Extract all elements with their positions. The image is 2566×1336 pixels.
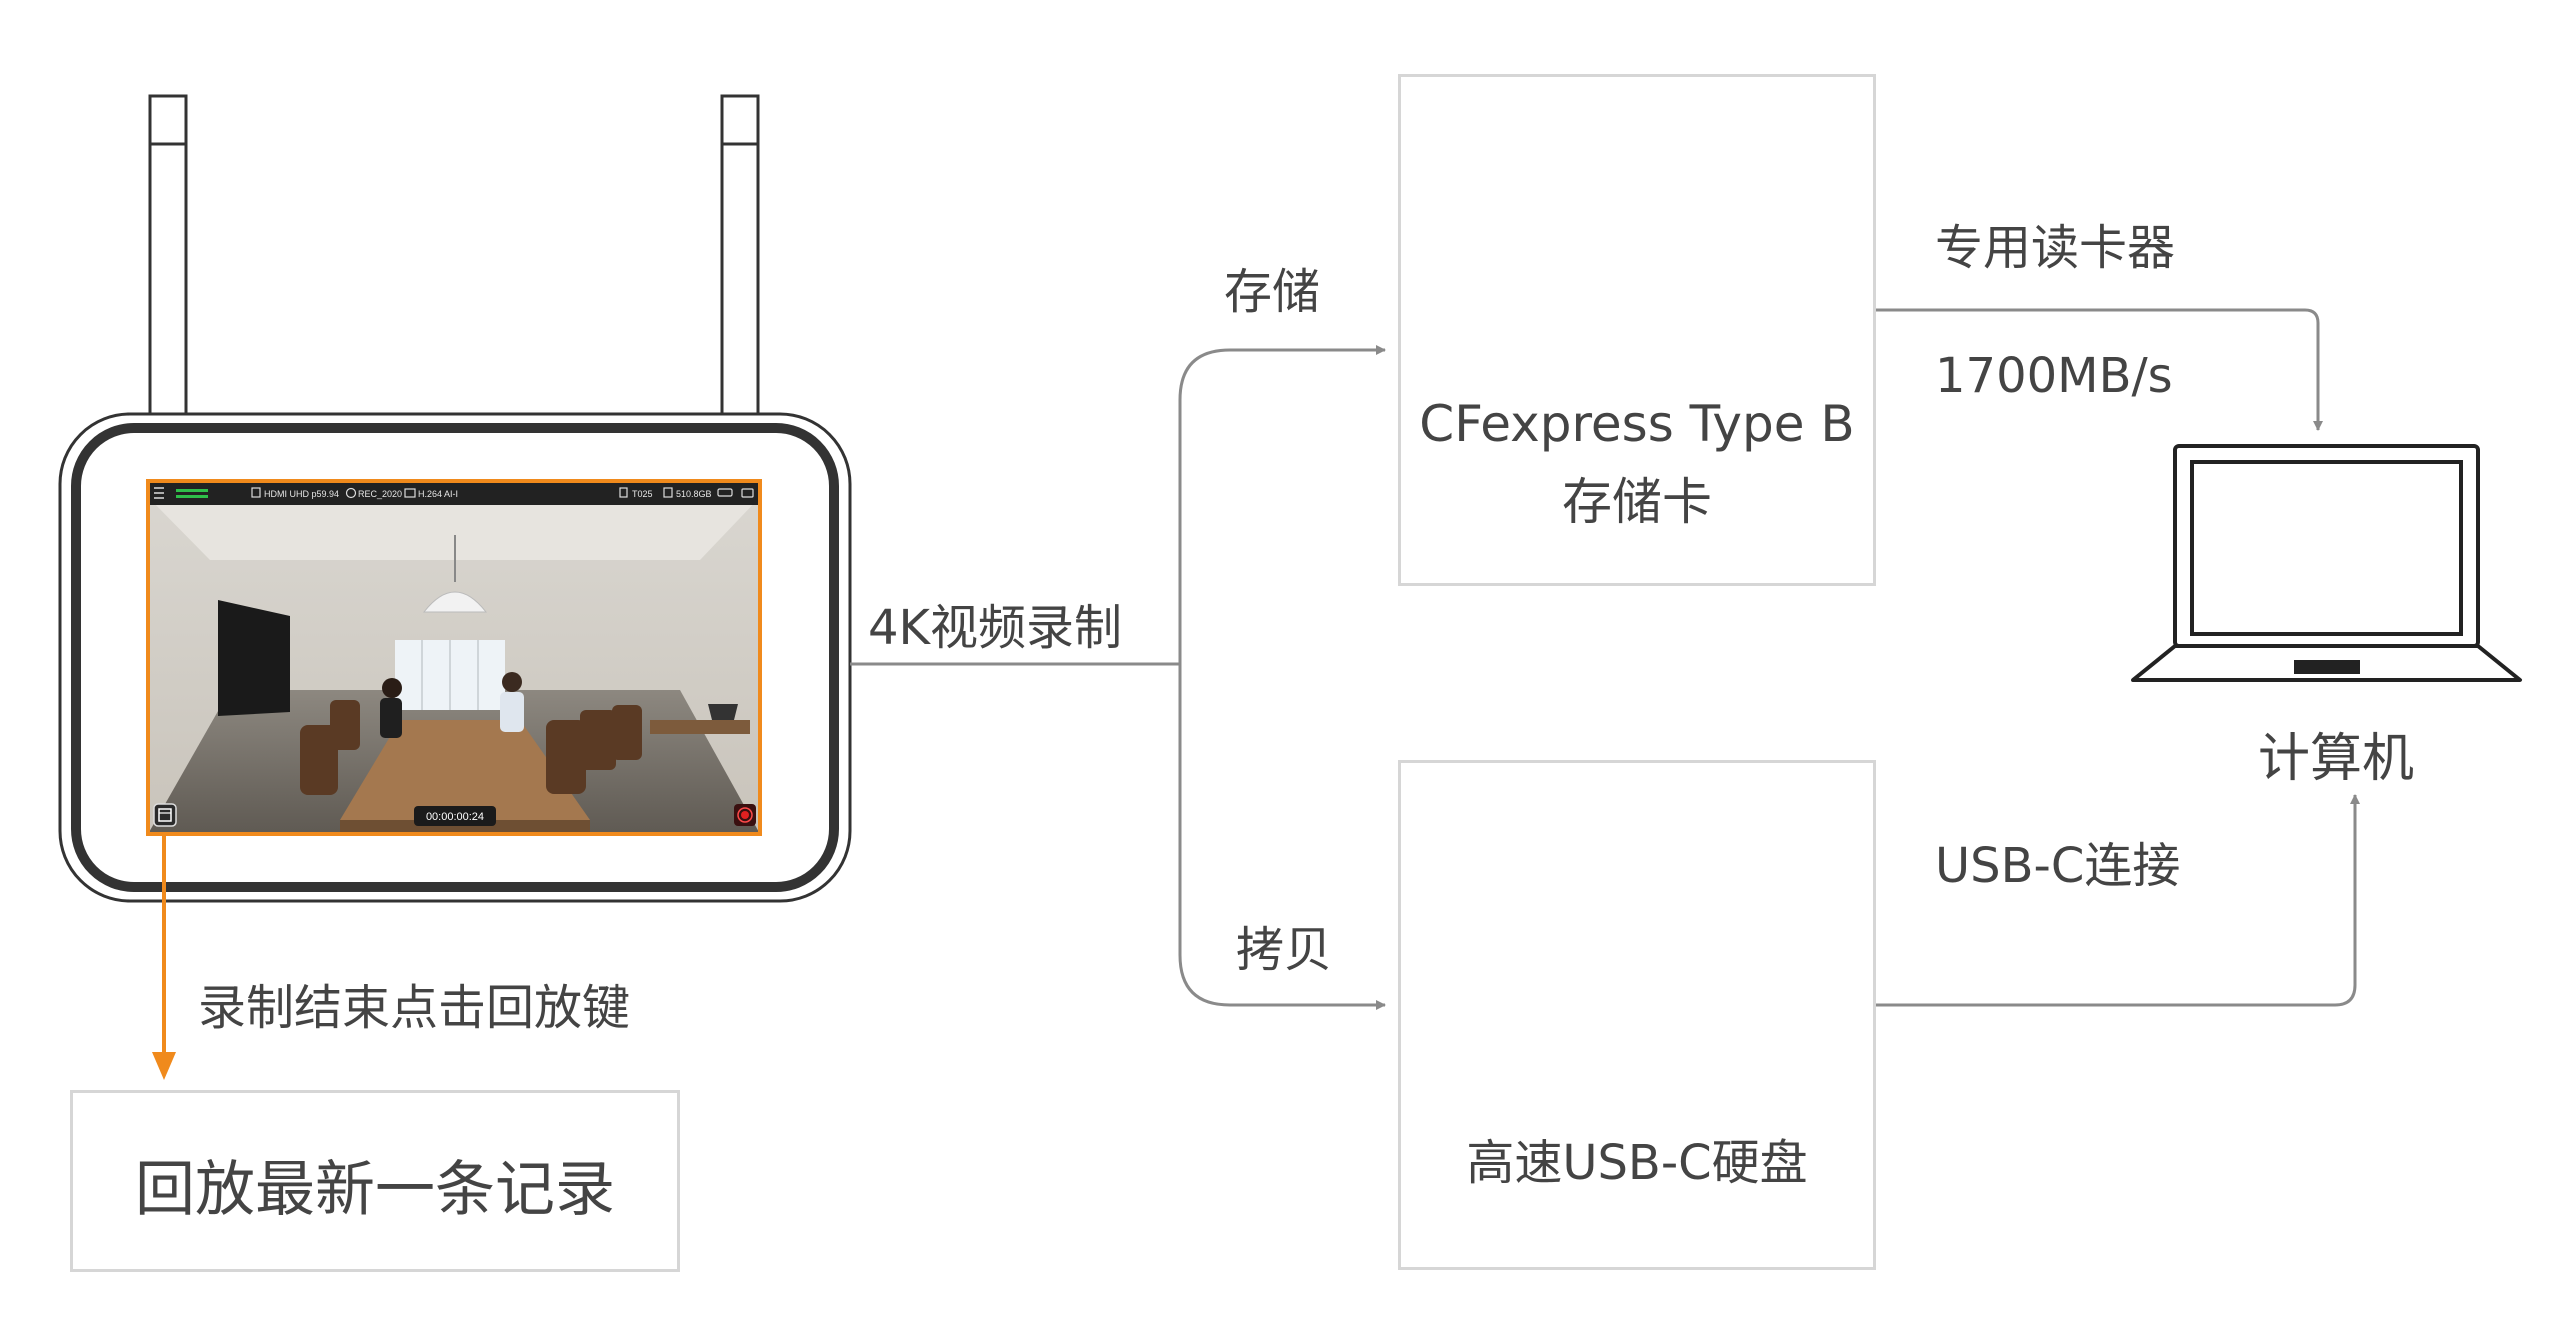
store-label: 存储 xyxy=(1224,264,1321,320)
codec-icon xyxy=(404,488,416,498)
speed-label: 1700MB/s xyxy=(1935,348,2173,404)
status-colorspace: REC_2020 xyxy=(358,489,402,499)
clip-file-icon xyxy=(619,487,628,498)
computer-label: 计算机 xyxy=(2258,729,2415,789)
status-storage: 510.8GB xyxy=(676,489,712,499)
copy-label: 拷贝 xyxy=(1236,922,1333,978)
timecode: 00:00:00:24 xyxy=(426,811,484,823)
hdmi-input-icon xyxy=(251,487,261,498)
menu-icon[interactable] xyxy=(154,487,164,499)
cfexpress-label-line1: CFexpress Type B xyxy=(1419,395,1855,453)
status-clip: T025 xyxy=(632,489,653,499)
colorspace-icon xyxy=(345,487,357,499)
ssd-box xyxy=(1398,760,1876,1270)
battery-icon xyxy=(717,488,733,497)
playback-result-box xyxy=(70,1090,680,1272)
monitor-screen: HDMI UHD p59.94 REC_2020 H.264 AI-I T025… xyxy=(146,479,762,836)
ssd-label: 高速USB-C硬盘 xyxy=(1466,1135,1808,1191)
playback-arrow xyxy=(152,834,176,1080)
record-button[interactable] xyxy=(734,804,756,826)
playback-hint-label: 录制结束点击回放键 xyxy=(198,980,631,1036)
playback-result-label: 回放最新一条记录 xyxy=(135,1155,615,1225)
connector-lines xyxy=(850,308,2360,1010)
recording-label: 4K视频录制 xyxy=(868,600,1123,656)
card-reader-label: 专用读卡器 xyxy=(1935,220,2176,276)
camera-icon xyxy=(741,488,754,498)
cfexpress-label-line2: 存储卡 xyxy=(1562,472,1712,531)
audio-level-meter-icon xyxy=(176,489,208,498)
screen-highlight xyxy=(146,479,762,836)
antenna-right xyxy=(720,94,760,416)
laptop-icon xyxy=(2131,444,2522,682)
cfexpress-label: CFexpress Type B 存储卡 xyxy=(1398,386,1876,541)
status-source: HDMI UHD p59.94 xyxy=(264,489,339,499)
cfexpress-box xyxy=(1398,74,1876,586)
storage-card-icon xyxy=(663,487,673,498)
playback-button[interactable] xyxy=(153,803,177,827)
status-codec: H.264 AI-I xyxy=(418,489,458,499)
antenna-left xyxy=(148,94,188,416)
usb-connect-label: USB-C连接 xyxy=(1935,838,2181,894)
